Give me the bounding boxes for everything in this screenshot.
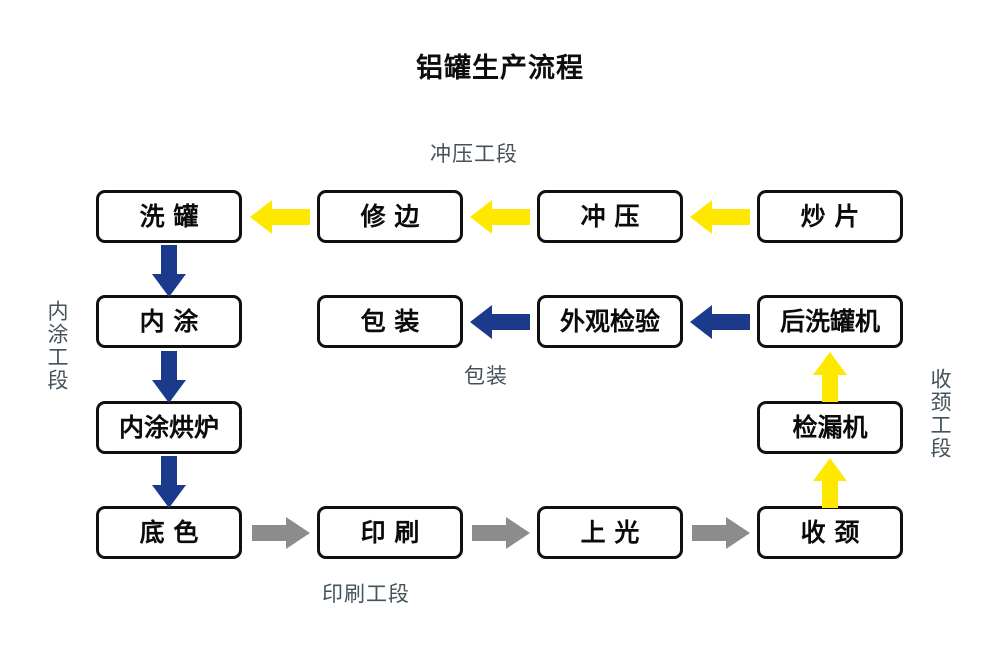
- arrow-stamping-to-trim: [470, 198, 530, 236]
- section-label-printing: 印刷工段: [322, 582, 410, 606]
- section-label-packaging: 包装: [464, 364, 508, 388]
- node-post-washer[interactable]: 后洗罐机: [757, 295, 903, 348]
- page-title: 铝罐生产流程: [416, 53, 584, 84]
- arrow-varnishing-to-necking: [692, 516, 750, 550]
- node-wash-can[interactable]: 洗 罐: [96, 190, 242, 243]
- arrow-base-color-to-printing: [252, 516, 310, 550]
- node-appearance-inspection[interactable]: 外观检验: [537, 295, 683, 348]
- arrow-post-washer-to-inspection: [690, 303, 750, 341]
- node-packing[interactable]: 包 装: [317, 295, 463, 348]
- arrow-printing-to-varnishing: [472, 516, 530, 550]
- node-printing[interactable]: 印 刷: [317, 506, 463, 559]
- arrow-leak-detector-to-post-washer: [811, 352, 849, 402]
- section-label-internal-coating: 内涂工段: [45, 300, 69, 392]
- node-stamping[interactable]: 冲 压: [537, 190, 683, 243]
- node-base-color[interactable]: 底 色: [96, 506, 242, 559]
- arrow-necking-to-leak-detector: [811, 458, 849, 508]
- node-inner-coat-oven[interactable]: 内涂烘炉: [96, 401, 242, 454]
- arrow-inner-coat-to-oven: [150, 351, 188, 403]
- node-trim[interactable]: 修 边: [317, 190, 463, 243]
- arrow-oven-to-base-color: [150, 456, 188, 508]
- node-leak-detector[interactable]: 检漏机: [757, 401, 903, 454]
- node-necking[interactable]: 收 颈: [757, 506, 903, 559]
- node-inner-coat[interactable]: 内 涂: [96, 295, 242, 348]
- arrow-wash-can-to-inner-coat: [150, 245, 188, 297]
- arrow-blank-to-stamping: [690, 198, 750, 236]
- section-label-stamping: 冲压工段: [430, 142, 518, 166]
- arrow-inspection-to-packing: [470, 303, 530, 341]
- arrow-trim-to-wash-can: [250, 198, 310, 236]
- section-label-necking: 收颈工段: [928, 368, 952, 460]
- node-varnishing[interactable]: 上 光: [537, 506, 683, 559]
- node-blank[interactable]: 炒 片: [757, 190, 903, 243]
